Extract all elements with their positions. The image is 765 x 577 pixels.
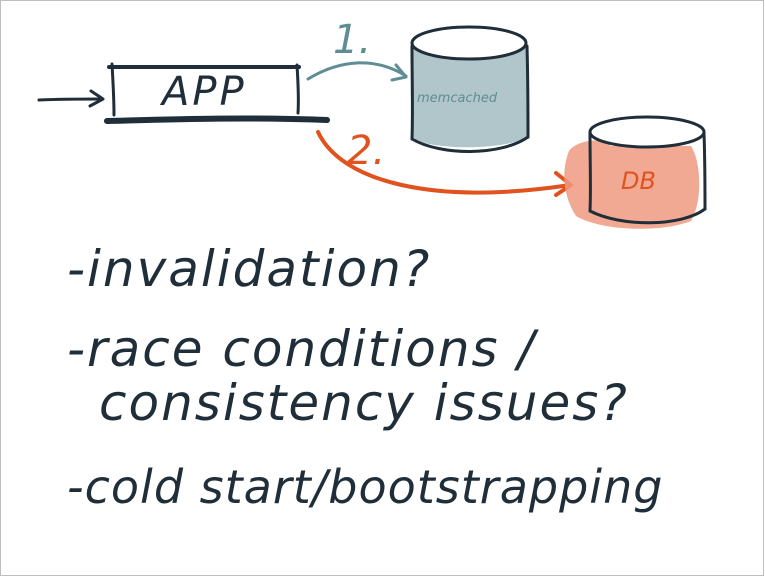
db-cylinder [564, 115, 707, 229]
incoming-arrow [37, 89, 105, 108]
note-consistency-issues: consistency issues? [99, 374, 629, 432]
step1-label: 1. [333, 17, 371, 63]
step2-label: 2. [347, 128, 385, 174]
note-invalidation: -invalidation? [67, 240, 431, 298]
app-label: APP [159, 69, 247, 115]
note-cold-start: -cold start/bootstrapping [67, 460, 663, 514]
memcached-label: memcached [417, 91, 498, 106]
arrow-to-memcached [306, 61, 408, 82]
memcached-cylinder [410, 25, 530, 153]
app-box [104, 62, 330, 124]
note-race-conditions: -race conditions / [67, 320, 540, 378]
db-label: DB [621, 167, 656, 195]
